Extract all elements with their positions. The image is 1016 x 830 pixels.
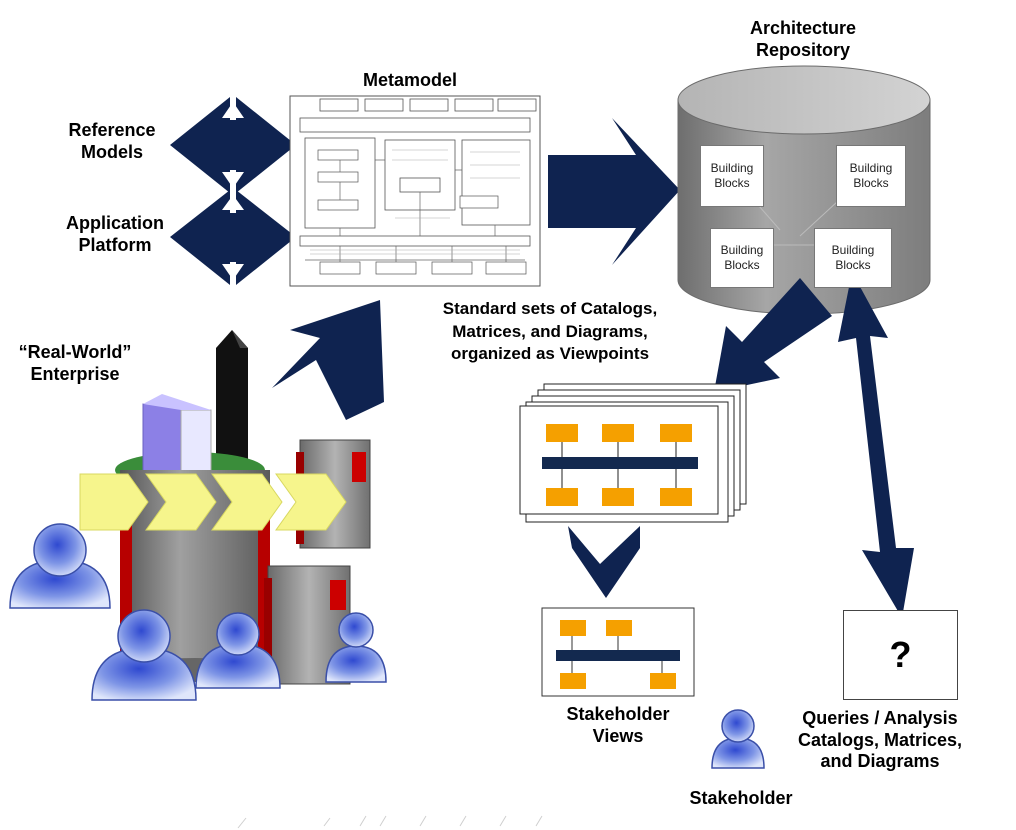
metamodel-to-repository-arrow (548, 118, 680, 265)
application-platform-double-arrow (170, 190, 296, 285)
footer-scribble (237, 815, 543, 829)
metamodel-title: Metamodel (362, 70, 458, 90)
process-chevrons (79, 473, 347, 531)
real-world-enterprise-label: “Real-World” Enterprise (18, 342, 132, 384)
reference-models-double-arrow (170, 97, 296, 193)
person-icon-1 (9, 523, 111, 609)
viewpoints-description: Standard sets of Catalogs, Matrices, and… (442, 299, 658, 364)
query-placeholder-box: ? (843, 610, 958, 700)
building-block-3: Building Blocks (710, 228, 774, 288)
question-mark: ? (889, 634, 912, 675)
queries-analysis-label: Queries / Analysis Catalogs, Matrices, a… (797, 708, 963, 772)
viewpoint-cards-stack (519, 383, 747, 523)
architecture-repository-title: Architecture Repository (749, 18, 857, 60)
person-icon-2 (91, 609, 197, 701)
building-block-1: Building Blocks (700, 145, 764, 207)
stakeholder-person-icon (711, 709, 765, 769)
repository-queries-double-arrow (838, 272, 914, 618)
building-block-4: Building Blocks (814, 228, 892, 288)
views-down-arrow (568, 526, 640, 598)
reference-models-label: Reference Models (68, 120, 156, 162)
person-icon-4 (325, 612, 387, 683)
application-platform-label: Application Platform (66, 213, 164, 255)
person-icon-3 (195, 612, 281, 689)
repository-to-views-arrow (714, 278, 832, 392)
building-block-2: Building Blocks (836, 145, 906, 207)
stakeholder-views-label: Stakeholder Views (566, 704, 670, 746)
enterprise-to-metamodel-arrow (272, 300, 384, 420)
metamodel-diagram (289, 95, 541, 287)
stakeholder-views-box (541, 607, 695, 697)
stakeholder-label: Stakeholder (689, 788, 793, 808)
